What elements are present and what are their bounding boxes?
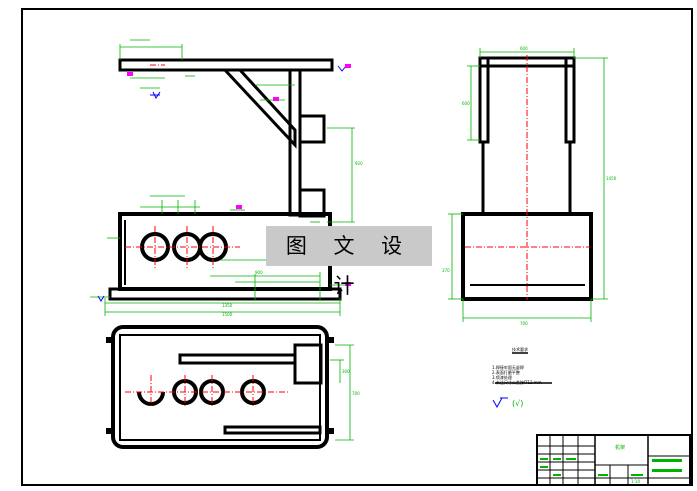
plan-centerlines: [125, 375, 290, 408]
notes-heading: 技术要求: [512, 346, 528, 352]
watermark-label: 图 文 设 计: [266, 226, 432, 298]
plan-inner-slot: [178, 353, 297, 365]
title-part-name: 机架: [615, 444, 625, 451]
dim-plan-height: 700: [352, 391, 360, 396]
notes-line-3: 3.喷漆处理: [492, 374, 512, 380]
plan-inner-frame: [119, 334, 321, 441]
title-scale: 1:10: [631, 479, 640, 484]
sheet-border: [21, 8, 693, 486]
side-dimensions: [448, 48, 608, 322]
base-plate: [108, 287, 342, 301]
front-annotations: [97, 64, 351, 302]
notes-line-4: 4.未注尺寸公差按IT12 mm: [492, 379, 542, 385]
plan-view: [106, 325, 334, 449]
dim-front-lower-span: 900: [255, 270, 263, 275]
notes-line-1: 1.焊接牢固无虚焊: [492, 364, 524, 370]
dim-front-total: 1500: [222, 312, 233, 317]
technical-notes: [495, 352, 552, 384]
dim-side-total: 1450: [606, 176, 617, 181]
side-right-leg: [564, 56, 576, 144]
plan-half-hole-1: [137, 391, 165, 406]
front-centerlines: [125, 64, 240, 268]
dim-side-top: 600: [520, 46, 528, 51]
diagonal-brace: [221, 68, 297, 149]
plan-dimensions: [330, 344, 354, 441]
front-dimensions: [90, 39, 355, 316]
plan-outline: [111, 325, 329, 449]
notes-line-2: 2.表面打磨平整: [492, 369, 520, 375]
plan-right-step: [293, 343, 323, 385]
dim-side-lower: 370: [442, 268, 450, 273]
dim-front-inner: 1350: [222, 303, 233, 308]
dim-side-upper: 600: [462, 101, 470, 106]
dim-front-height: 920: [355, 161, 363, 166]
roughness-label: (√): [512, 399, 523, 408]
side-left-leg: [478, 56, 490, 144]
roughness-symbol-icon: [492, 397, 503, 409]
title-block-fills: [540, 458, 682, 476]
title-block: [536, 434, 691, 486]
upper-bracket: [298, 114, 326, 144]
plan-bottom-bar: [223, 425, 322, 435]
dim-side-bottom: 700: [520, 321, 528, 326]
side-centerlines: [465, 55, 590, 300]
dim-plan-inner: 300: [342, 369, 350, 374]
